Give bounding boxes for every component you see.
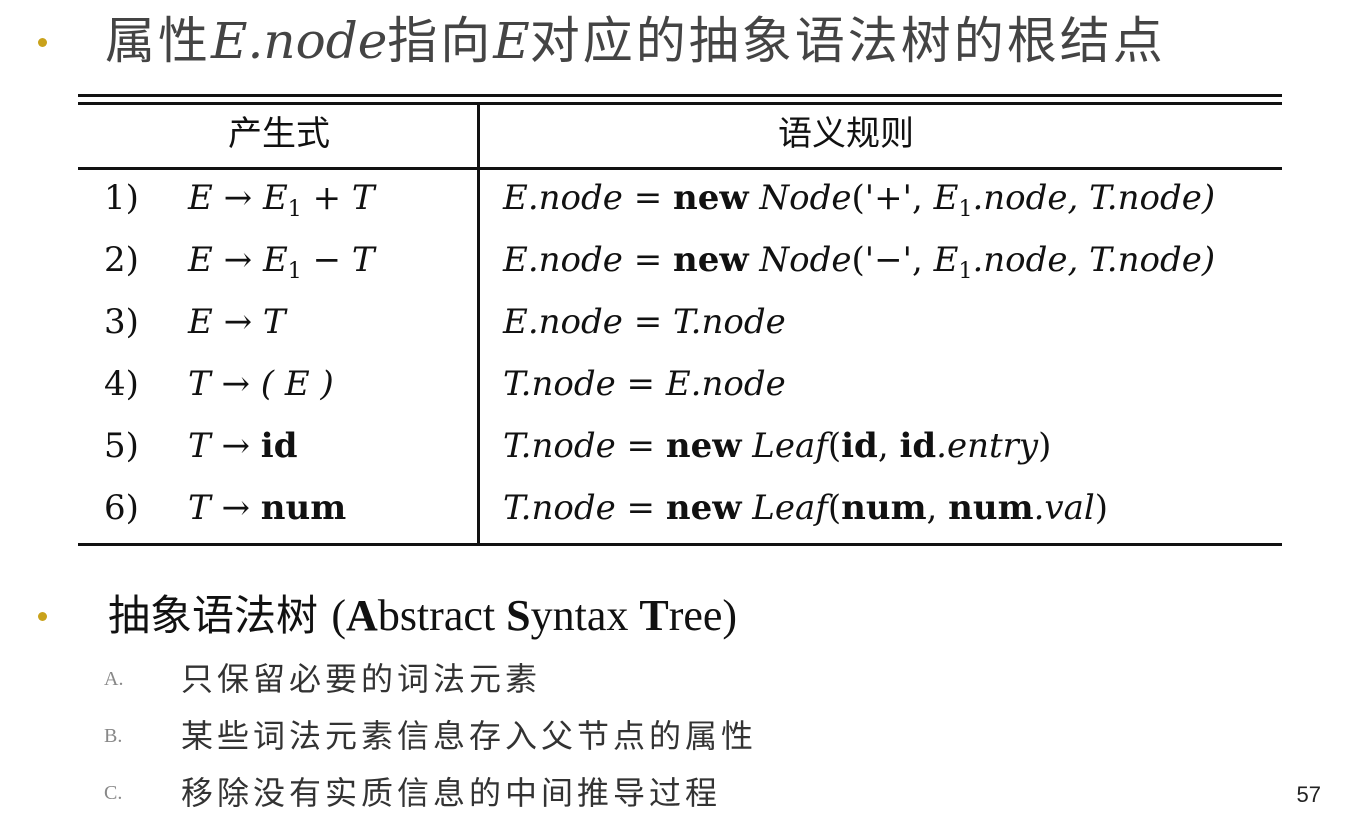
heading-italic: E.node bbox=[211, 12, 388, 70]
production-cell: T → ( E ) bbox=[188, 364, 334, 404]
list-item-text: 移除没有实质信息的中间推导过程 bbox=[181, 774, 722, 812]
heading-text: 属性 bbox=[105, 12, 211, 70]
table-rule-header bbox=[78, 167, 1282, 170]
production-cell: T → num bbox=[188, 488, 347, 528]
production-cell: E → T bbox=[188, 302, 286, 342]
semantic-rule-cell: T.node = new Leaf(num, num.val) bbox=[503, 488, 1109, 528]
table-header-production: 产生式 bbox=[228, 114, 330, 154]
heading-text: 对应的抽象语法树的根结点 bbox=[529, 12, 1166, 70]
list-marker: A. bbox=[104, 668, 124, 690]
page-number: 57 bbox=[1296, 782, 1321, 807]
heading-abstract-syntax-tree: 抽象语法树 (Abstract Syntax Tree) bbox=[108, 586, 737, 646]
list-item-text: 某些词法元素信息存入父节点的属性 bbox=[181, 717, 758, 755]
table-rule-bottom bbox=[78, 543, 1282, 546]
heading-ast-root: 属性E.node指向E对应的抽象语法树的根结点 bbox=[105, 6, 1166, 76]
semantic-rule-cell: E.node = new Node('−', E1.node, T.node) bbox=[503, 240, 1216, 284]
semantic-rule-cell: E.node = new Node('+', E1.node, T.node) bbox=[503, 178, 1216, 222]
row-number: 3) bbox=[104, 302, 139, 342]
list-item-text: 只保留必要的词法元素 bbox=[181, 660, 542, 698]
semantic-rule-cell: T.node = new Leaf(id, id.entry) bbox=[503, 426, 1052, 466]
heading-italic: E bbox=[493, 12, 530, 70]
sdd-table: 产生式 语义规则 1) E → E1 + T E.node = new Node… bbox=[78, 94, 1282, 546]
row-number: 1) bbox=[104, 178, 139, 218]
row-number: 5) bbox=[104, 426, 139, 466]
table-column-divider bbox=[477, 104, 480, 544]
row-number: 6) bbox=[104, 488, 139, 528]
table-rule-top bbox=[78, 94, 1282, 97]
production-cell: E → E1 − T bbox=[188, 240, 375, 284]
production-cell: E → E1 + T bbox=[188, 178, 375, 222]
bullet-dot bbox=[38, 612, 47, 621]
row-number: 4) bbox=[104, 364, 139, 404]
heading-en: (Abstract Syntax Tree) bbox=[331, 591, 738, 640]
heading-text: 指向 bbox=[387, 12, 494, 70]
semantic-rule-cell: T.node = E.node bbox=[503, 364, 786, 404]
bullet-dot bbox=[38, 38, 47, 47]
list-marker: C. bbox=[104, 782, 123, 804]
row-number: 2) bbox=[104, 240, 139, 280]
semantic-rule-cell: E.node = T.node bbox=[503, 302, 786, 342]
table-rule-top-2 bbox=[78, 102, 1282, 105]
list-marker: B. bbox=[104, 725, 123, 747]
heading-zh: 抽象语法树 bbox=[108, 591, 319, 640]
table-header-semantic-rule: 语义规则 bbox=[778, 114, 914, 154]
production-cell: T → id bbox=[188, 426, 298, 466]
